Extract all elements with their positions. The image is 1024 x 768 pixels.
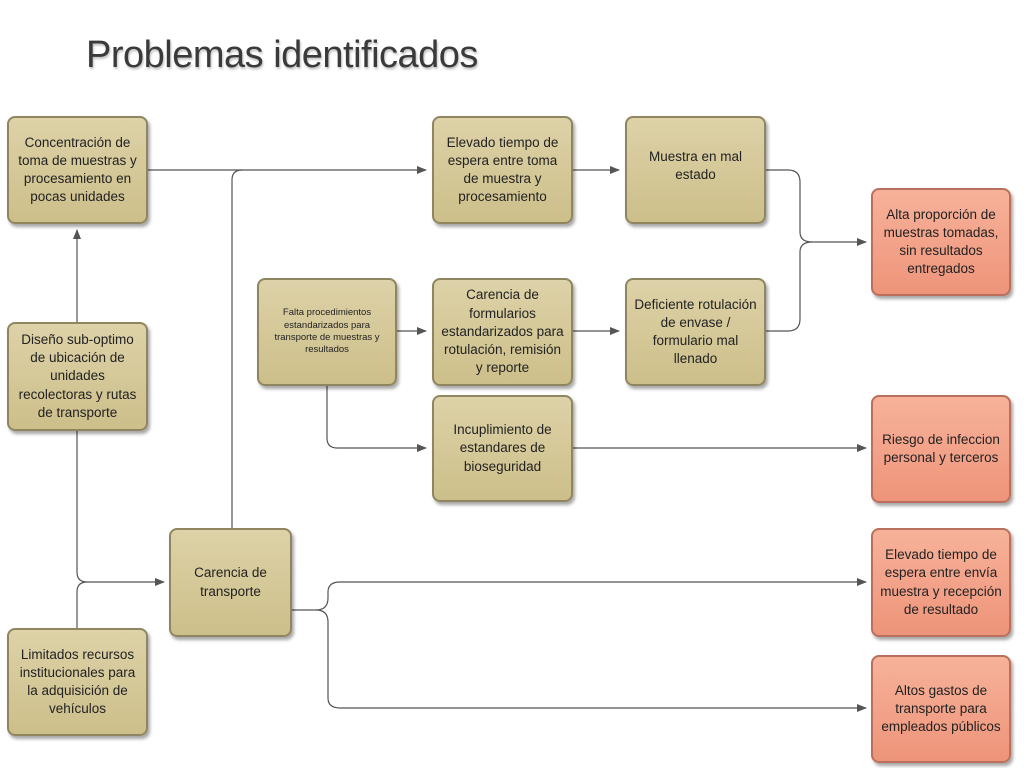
connector-falta-to-incumplimiento: [326, 386, 427, 452]
slide-title: Problemas identificados: [86, 34, 478, 76]
box-elevado-tiempo-toma: Elevado tiempo de espera entre toma de m…: [432, 116, 573, 224]
connector-carencia-up: [231, 169, 243, 528]
box-limitados: Limitados recursos institucionales para …: [7, 628, 148, 736]
box-diseno: Diseño sub-optimo de ubicación de unidad…: [7, 322, 148, 431]
connector-carencia-to-envio: [292, 578, 867, 611]
box-concentracion-label: Concentración de toma de muestras y proc…: [18, 134, 137, 205]
box-carencia-transporte-label: Carencia de transporte: [194, 565, 267, 599]
box-concentracion: Concentración de toma de muestras y proc…: [7, 116, 148, 224]
box-riesgo-infeccion-label: Riesgo de infeccion personal y terceros: [882, 431, 1000, 465]
box-carencia-transporte: Carencia de transporte: [169, 528, 292, 637]
connector-muestra-to-alta: [766, 169, 867, 246]
box-falta-procedimientos-label: Falta procedimientos estandarizados para…: [274, 307, 380, 356]
box-riesgo-infeccion: Riesgo de infeccion personal y terceros: [871, 395, 1011, 503]
box-elevado-tiempo-toma-label: Elevado tiempo de espera entre toma de m…: [446, 134, 559, 205]
box-carencia-formularios: Carencia de formularios estandarizados p…: [432, 278, 573, 386]
box-limitados-label: Limitados recursos institucionales para …: [19, 646, 136, 717]
box-muestra-mal-estado-label: Muestra en mal estado: [648, 149, 743, 183]
box-alta-proporcion: Alta proporción de muestras tomadas, sin…: [871, 188, 1011, 296]
box-diseno-label: Diseño sub-optimo de ubicación de unidad…: [18, 331, 137, 420]
connector-deficiente-to-alta: [766, 241, 813, 332]
box-elevado-tiempo-envio: Elevado tiempo de espera entre envía mue…: [871, 528, 1011, 637]
box-elevado-tiempo-envio-label: Elevado tiempo de espera entre envía mue…: [880, 547, 1002, 617]
box-alta-proporcion-label: Alta proporción de muestras tomadas, sin…: [883, 206, 999, 277]
box-muestra-mal-estado: Muestra en mal estado: [625, 116, 766, 224]
box-altos-gastos-label: Altos gastos de transporte para empleado…: [881, 682, 1001, 735]
connector-limitados-up: [76, 581, 88, 628]
box-incumplimiento-label: Incuplimiento de estandares de bioseguri…: [453, 422, 552, 474]
box-incumplimiento: Incuplimiento de estandares de bioseguri…: [432, 395, 573, 502]
box-deficiente-rotulacion: Deficiente rotulación de envase / formul…: [625, 278, 766, 386]
box-deficiente-rotulacion-label: Deficiente rotulación de envase / formul…: [634, 296, 757, 367]
box-falta-procedimientos: Falta procedimientos estandarizados para…: [257, 278, 397, 386]
box-carencia-formularios-label: Carencia de formularios estandarizados p…: [441, 287, 564, 376]
box-altos-gastos: Altos gastos de transporte para empleado…: [871, 655, 1011, 763]
connector-diseno-to-carencia: [76, 431, 165, 586]
connector-carencia-to-gastos: [315, 609, 867, 712]
